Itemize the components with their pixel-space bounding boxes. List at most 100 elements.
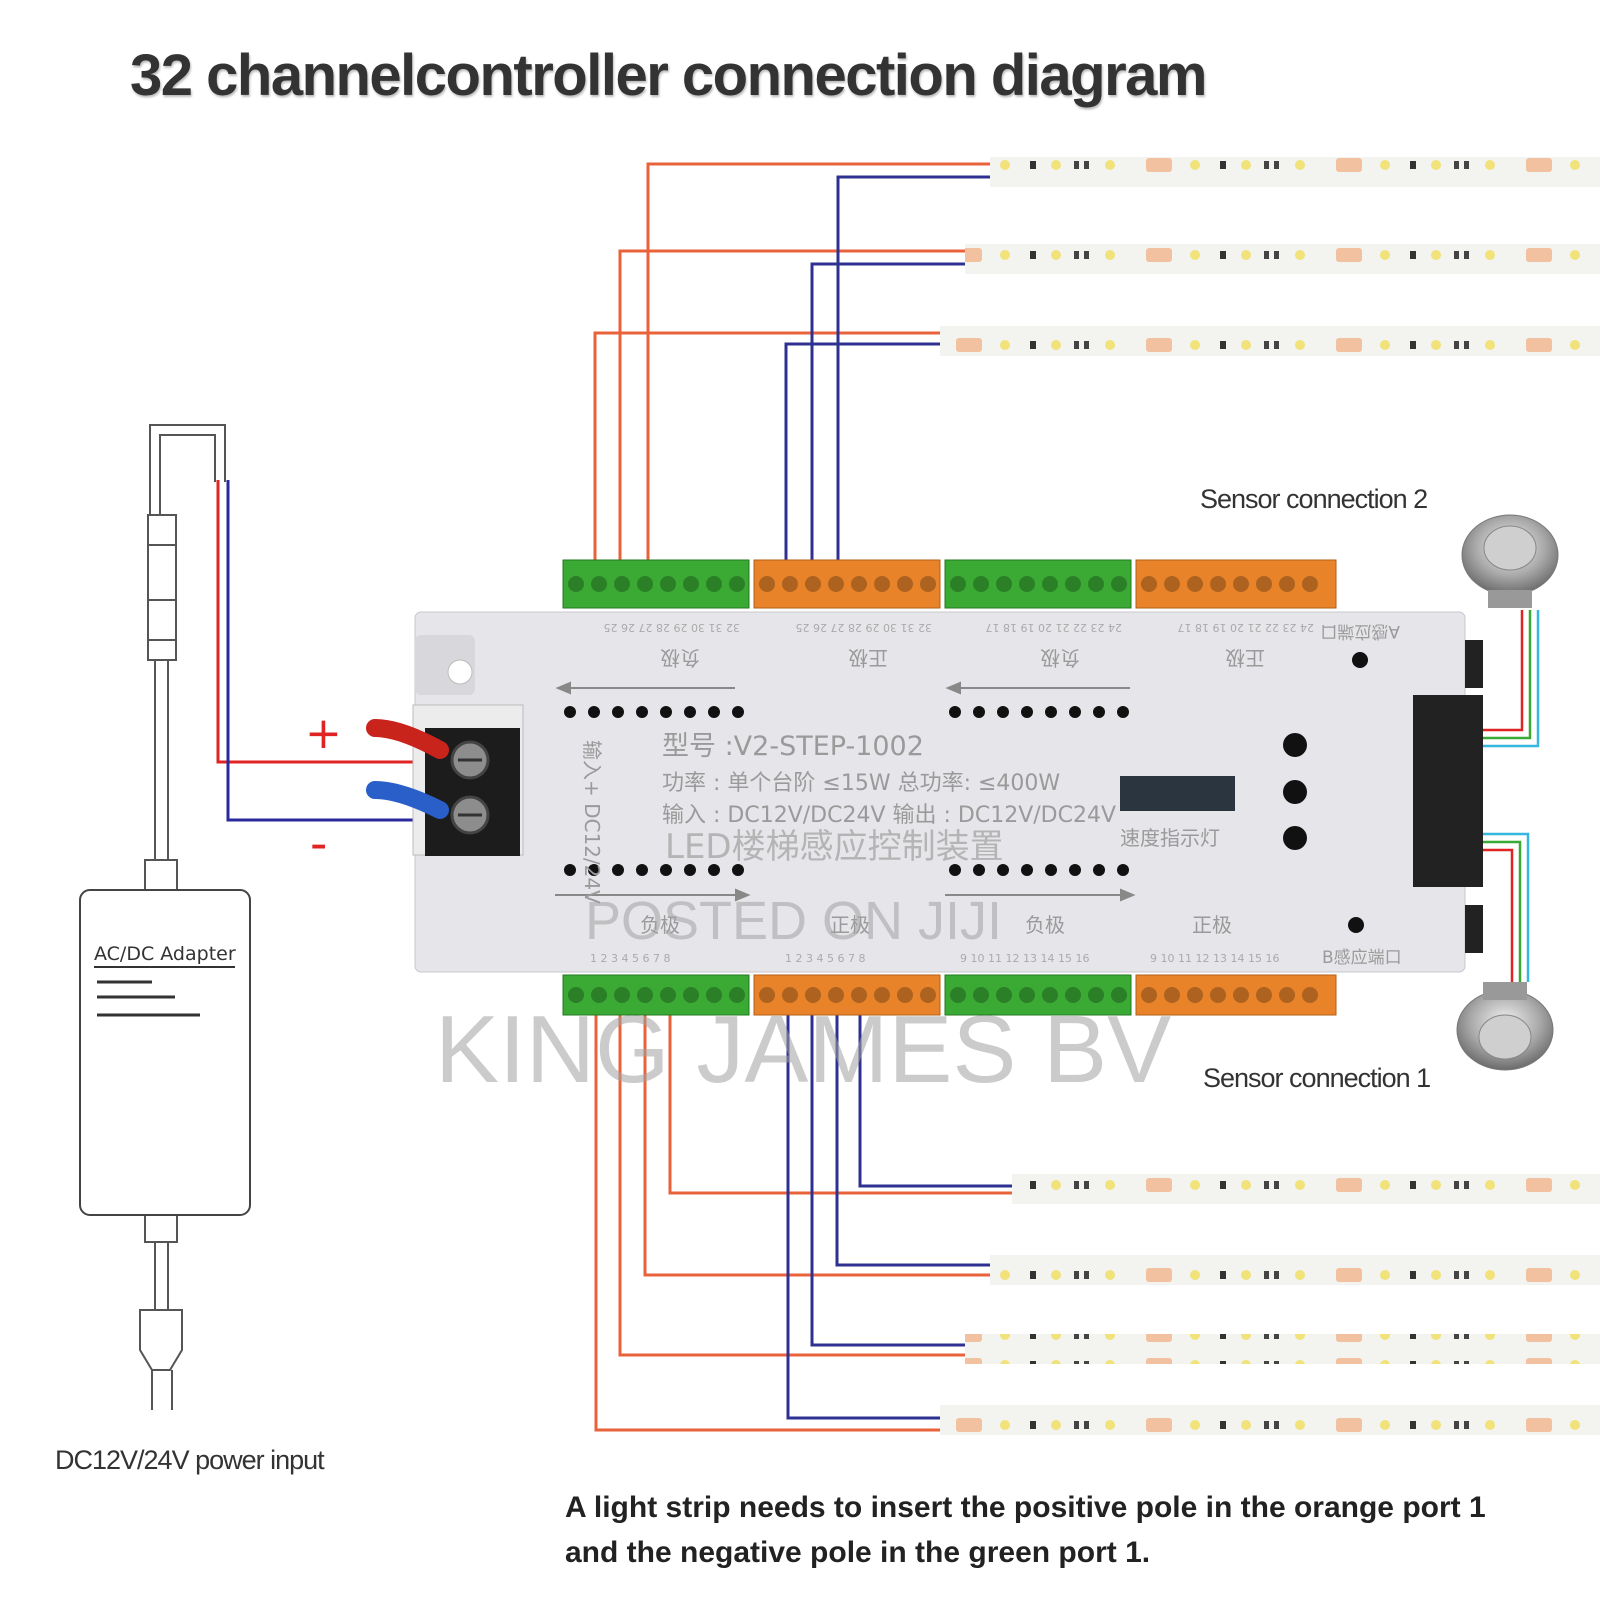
terminal-screw: [805, 576, 821, 592]
terminal-screw: [996, 576, 1012, 592]
indicator-dot: [1117, 706, 1129, 718]
instruction-note: A light strip needs to insert the positi…: [565, 1485, 1486, 1575]
bottom-numbers-2: 1 2 3 4 5 6 7 8: [785, 952, 865, 965]
terminal-screw: [591, 576, 607, 592]
indicator-dot: [660, 706, 672, 718]
terminal-screw: [759, 987, 775, 1003]
indicator-dot: [973, 864, 985, 876]
top-numbers-4: 24 23 22 21 20 19 18 17: [1178, 621, 1314, 634]
led-strip-top-3: [940, 326, 1600, 356]
terminal-screw: [1141, 576, 1157, 592]
terminal-screw: [1187, 576, 1203, 592]
instruction-line-2: and the negative pole in the green port …: [565, 1536, 1151, 1569]
indicator-dot: [1021, 864, 1033, 876]
terminal-screw: [1302, 987, 1318, 1003]
top-wires: [593, 162, 990, 560]
top-neg-label-1: 负极: [660, 646, 700, 670]
terminal-screw: [897, 987, 913, 1003]
terminal-block-orange-top-2: [1135, 559, 1337, 609]
top-numbers-2: 32 31 30 29 28 27 26 25: [796, 621, 932, 634]
top-numbers-3: 24 23 22 21 20 19 18 17: [986, 621, 1122, 634]
terminal-screw: [1065, 576, 1081, 592]
indicator-dot: [564, 864, 576, 876]
power-input-label: DC12V/24V power input: [55, 1445, 325, 1475]
terminal-screw: [874, 576, 890, 592]
terminal-screw: [920, 576, 936, 592]
watermark-seller: KING JAMES BV: [435, 996, 1172, 1103]
terminal-screw: [706, 987, 722, 1003]
bottom-neg-label-2: 负极: [1025, 913, 1065, 937]
terminal-block-orange-top-1: [753, 559, 941, 609]
terminal-screw: [660, 576, 676, 592]
bottom-numbers-1: 1 2 3 4 5 6 7 8: [590, 952, 670, 965]
terminal-screw: [1141, 987, 1157, 1003]
adapter-cable: [139, 424, 226, 1410]
terminal-screw: [851, 576, 867, 592]
bottom-pos-label-2: 正极: [1192, 913, 1232, 937]
indicator-dot: [1093, 706, 1105, 718]
terminal-screw: [614, 987, 630, 1003]
controller-io-rating: 输入 : DC12V/DC24V 输出 : DC12V/DC24V: [662, 803, 1116, 828]
led-strip-top-2: [965, 244, 1600, 274]
controller-power-rating: 功率 : 单个台阶 ≤15W 总功率: ≤400W: [662, 771, 1060, 796]
terminal-screw: [1233, 576, 1249, 592]
terminal-screw: [660, 987, 676, 1003]
terminal-screw: [1111, 576, 1127, 592]
terminal-screw: [1279, 576, 1295, 592]
terminal-screw: [729, 987, 745, 1003]
terminal-screw: [1210, 987, 1226, 1003]
sensor-port-a-label: A感应端口: [1320, 621, 1400, 641]
sensor-1: [1456, 982, 1554, 1071]
sensor-2: [1461, 514, 1559, 608]
terminal-screw: [1256, 576, 1272, 592]
top-pos-label-2: 正极: [1225, 646, 1265, 670]
terminal-screw: [950, 987, 966, 1003]
led-strip-bottom-2: [990, 1255, 1600, 1285]
indicator-dot: [636, 864, 648, 876]
terminal-screw: [568, 987, 584, 1003]
bottom-numbers-4: 9 10 11 12 13 14 15 16: [1150, 952, 1279, 965]
top-numbers-1: 32 31 30 29 28 27 26 25: [604, 621, 740, 634]
indicator-dots: [564, 706, 1129, 876]
indicator-dot: [1021, 706, 1033, 718]
indicator-dot: [949, 864, 961, 876]
terminal-screw: [1187, 987, 1203, 1003]
terminal-screw: [759, 576, 775, 592]
terminal-screw: [1088, 576, 1104, 592]
instruction-line-1: A light strip needs to insert the positi…: [565, 1491, 1486, 1524]
indicator-dot: [1069, 706, 1081, 718]
terminal-screw: [973, 987, 989, 1003]
terminal-screw: [851, 987, 867, 1003]
terminal-screw: [1256, 987, 1272, 1003]
controller-model: 型号 :V2-STEP-1002: [662, 731, 924, 762]
bottom-wires: [594, 1010, 1012, 1432]
indicator-dot: [973, 706, 985, 718]
speed-indicator-label: 速度指示灯: [1120, 826, 1220, 850]
sensor-wires: [1483, 610, 1540, 982]
indicator-dot: [684, 864, 696, 876]
indicator-dot: [1069, 864, 1081, 876]
indicator-dot: [684, 706, 696, 718]
bottom-pos-label-1: 正极: [830, 913, 870, 937]
terminal-screw: [1302, 576, 1318, 592]
sensor-connection-1-label: Sensor connection 1: [1203, 1063, 1431, 1093]
indicator-dot: [1117, 864, 1129, 876]
bottom-numbers-3: 9 10 11 12 13 14 15 16: [960, 952, 1089, 965]
terminal-screw: [591, 987, 607, 1003]
indicator-dot: [612, 706, 624, 718]
terminal-screws: [568, 576, 1318, 1003]
terminal-screw: [828, 576, 844, 592]
indicator-dot: [612, 864, 624, 876]
terminal-block-green-top-1: [562, 559, 750, 609]
sensor-connection-2-label: Sensor connection 2: [1200, 484, 1428, 514]
indicator-dot: [732, 706, 744, 718]
terminal-screw: [1019, 987, 1035, 1003]
terminal-screw: [1164, 987, 1180, 1003]
terminal-screw: [897, 576, 913, 592]
terminal-block-green-bottom-1: [562, 974, 750, 1016]
indicator-dot: [588, 864, 600, 876]
terminal-screw: [683, 987, 699, 1003]
terminal-screw: [683, 576, 699, 592]
terminal-screw: [828, 987, 844, 1003]
